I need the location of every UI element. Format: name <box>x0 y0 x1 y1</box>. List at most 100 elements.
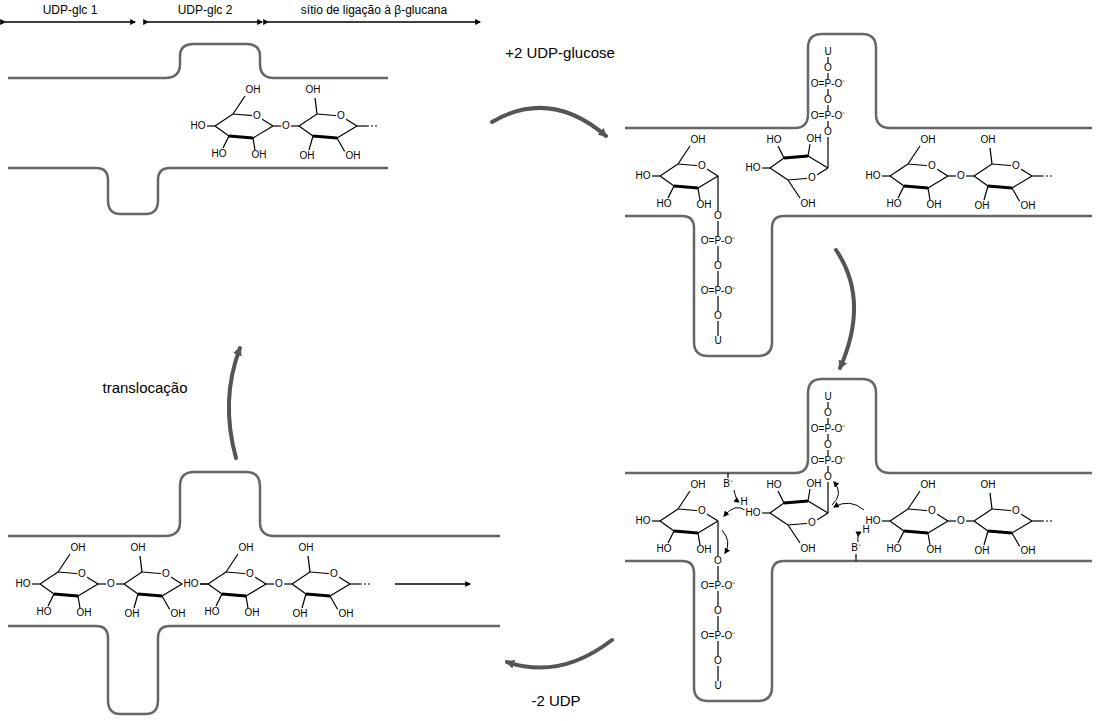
atom-label: HO <box>190 121 207 131</box>
bond-line <box>698 188 700 200</box>
bond-line <box>778 491 784 503</box>
atom-label: HO <box>656 199 673 209</box>
atom-label: OH <box>130 543 147 553</box>
bond-line <box>698 533 700 545</box>
bond-line <box>784 156 808 158</box>
bond-line <box>222 594 246 596</box>
bond-line <box>1012 176 1032 188</box>
atom-label: O=P-O⁻ <box>700 236 736 246</box>
bond-line <box>660 164 678 176</box>
bond-line <box>1032 520 1042 521</box>
atom-label: O <box>823 440 833 450</box>
bond-line <box>974 176 988 186</box>
bond-line <box>882 175 890 176</box>
span-arrow <box>5 21 135 22</box>
bond-line <box>330 596 338 610</box>
span-arrow <box>148 21 262 22</box>
bond-line <box>215 126 229 136</box>
bond-line <box>678 146 690 164</box>
atom-label: O <box>713 606 723 616</box>
bond-line <box>652 175 660 176</box>
bond-line <box>770 158 784 168</box>
atom-label: B⁻ <box>722 479 734 489</box>
bond-line <box>226 554 238 572</box>
bond-line <box>660 176 674 186</box>
bond-line <box>1012 521 1032 533</box>
atom-label: HO <box>635 516 652 526</box>
bond-line <box>134 594 138 608</box>
bond-line <box>78 584 98 596</box>
bond-line <box>299 114 317 126</box>
atom-label: O <box>713 311 723 321</box>
bond-line <box>678 491 690 509</box>
bond-line <box>770 503 784 513</box>
atom-label: O <box>161 569 171 579</box>
atom-label: OH <box>345 151 362 161</box>
bond-line <box>330 584 350 596</box>
atom-label: H <box>861 525 870 535</box>
atom-label: OH <box>806 134 823 144</box>
bond-line <box>974 521 988 531</box>
bond-line <box>138 594 162 596</box>
atom-label: HO <box>766 480 783 490</box>
bond-line <box>215 114 233 126</box>
electron-arrows <box>722 482 864 553</box>
atom-label: OH <box>980 480 997 490</box>
bond-line <box>233 96 245 114</box>
bond-line <box>808 156 828 168</box>
atom-label: OH <box>800 544 817 554</box>
atom-label: O <box>927 506 937 516</box>
bond-line <box>360 583 370 584</box>
bond-line <box>674 531 698 533</box>
enzyme-wall <box>8 44 388 78</box>
atom-label: OH <box>124 609 141 619</box>
bond-line <box>308 556 310 572</box>
bond-line <box>1042 175 1052 176</box>
atom-label: O <box>1011 506 1021 516</box>
atom-label: O <box>1011 161 1021 171</box>
bond-line <box>350 583 360 584</box>
atom-label: HO <box>635 171 652 181</box>
bond-line <box>908 491 920 509</box>
bond-line <box>988 531 1012 533</box>
bond-line <box>246 596 248 608</box>
bond-line <box>299 126 313 136</box>
bond-line <box>253 126 273 138</box>
bond-line <box>660 509 678 521</box>
atom-label: O <box>807 518 817 528</box>
bond-line <box>928 176 948 188</box>
bond-line <box>855 554 856 561</box>
span-label: UDP-glc 2 <box>176 4 235 16</box>
atom-label: OH <box>696 545 713 555</box>
bond-line <box>890 176 904 186</box>
atom-label: OH <box>338 609 355 619</box>
bond-line <box>928 188 930 200</box>
atom-label: OH <box>1020 546 1037 556</box>
bond-line <box>652 520 660 521</box>
bond-line <box>357 125 367 126</box>
bond-line <box>1012 188 1020 202</box>
step-arrow <box>229 348 240 458</box>
bond-line <box>309 136 313 150</box>
bond-line <box>788 525 800 543</box>
atom-label: O <box>697 506 707 516</box>
atom-label: O=P-O⁻ <box>700 631 736 641</box>
bond-line <box>40 584 54 594</box>
bond-line <box>898 186 904 198</box>
atom-label: O <box>823 95 833 105</box>
atom-label: OH <box>974 546 991 556</box>
step-arrow <box>836 250 854 368</box>
atom-label: U <box>713 336 722 346</box>
bond-line <box>668 186 674 198</box>
atom-label: HO <box>36 607 53 617</box>
atom-label: O=P-O⁻ <box>810 111 846 121</box>
bond-line <box>808 489 810 501</box>
atom-label: OH <box>305 85 322 95</box>
atom-label: O=P-O⁻ <box>700 581 736 591</box>
bond-line <box>974 164 992 176</box>
atom-label: U <box>823 47 832 57</box>
bond-line <box>58 554 70 572</box>
atom-label: O <box>252 111 262 121</box>
atom-label: O <box>329 569 339 579</box>
bond-line <box>32 583 40 584</box>
